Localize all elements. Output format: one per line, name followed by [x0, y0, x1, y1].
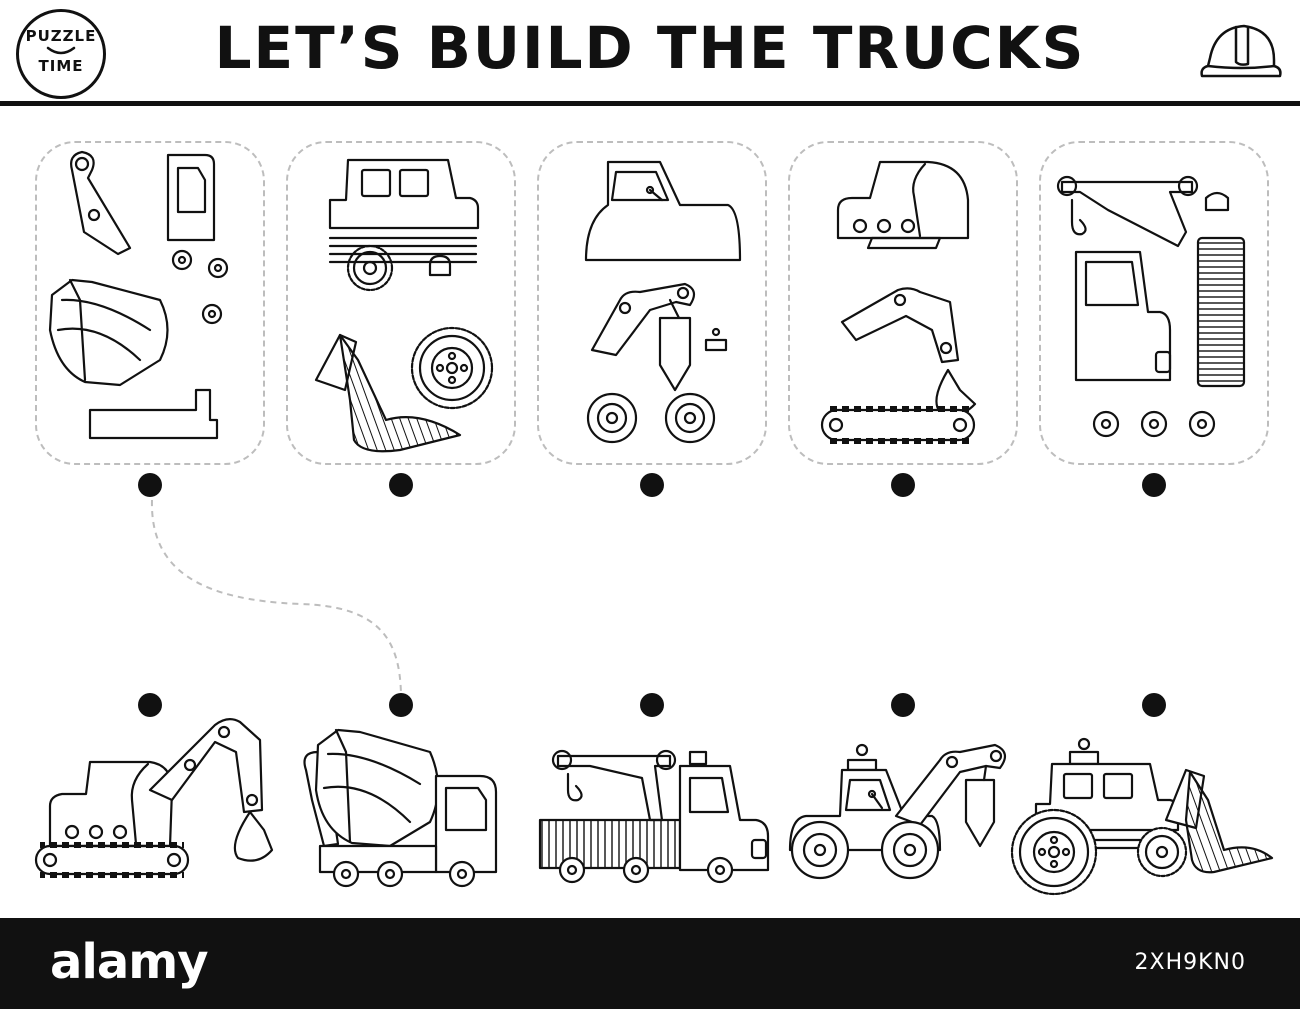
dot-bottom-4[interactable] [891, 693, 915, 717]
cement-mixer-icon [303, 728, 498, 888]
card-loader-parts[interactable] [286, 141, 516, 465]
dot-bottom-3[interactable] [640, 693, 664, 717]
dot-top-3[interactable] [640, 473, 664, 497]
footer-brand: alamy [50, 934, 209, 990]
wheel-loader-icon [1010, 737, 1274, 896]
puzzle-time-badge: PUZZLE TIME [16, 9, 106, 99]
crane-parts-icon [1056, 175, 1246, 438]
footer-bar: alamy 2XH9KN0 [0, 918, 1300, 1009]
excavator-parts-icon [820, 160, 977, 444]
footer-image-id: 2XH9KN0 [1134, 950, 1246, 975]
smile-icon [46, 46, 76, 55]
badge-line-bottom: TIME [38, 57, 84, 75]
badge-line-top: PUZZLE [25, 27, 97, 45]
card-drill-parts[interactable] [537, 141, 767, 465]
dot-top-2[interactable] [389, 473, 413, 497]
card-mixer-parts[interactable] [35, 141, 265, 465]
mixer-parts-icon [48, 150, 229, 440]
dot-bottom-5[interactable] [1142, 693, 1166, 717]
dot-top-5[interactable] [1142, 473, 1166, 497]
hard-hat-icon [1200, 24, 1282, 78]
card-crane-parts[interactable] [1039, 141, 1269, 465]
excavator-icon [34, 718, 274, 878]
dot-bottom-2[interactable] [389, 693, 413, 717]
dot-bottom-1[interactable] [138, 693, 162, 717]
drill-tractor-icon [788, 743, 1007, 880]
crane-truck-icon [538, 749, 770, 884]
drill-parts-icon [584, 160, 742, 444]
dot-top-4[interactable] [891, 473, 915, 497]
loader-parts-icon [314, 158, 494, 453]
example-connection-line [150, 499, 402, 696]
card-excavator-parts[interactable] [788, 141, 1018, 465]
page-title: LET’S BUILD THE TRUCKS [214, 14, 1086, 82]
header-rule [0, 101, 1300, 106]
dot-top-1[interactable] [138, 473, 162, 497]
